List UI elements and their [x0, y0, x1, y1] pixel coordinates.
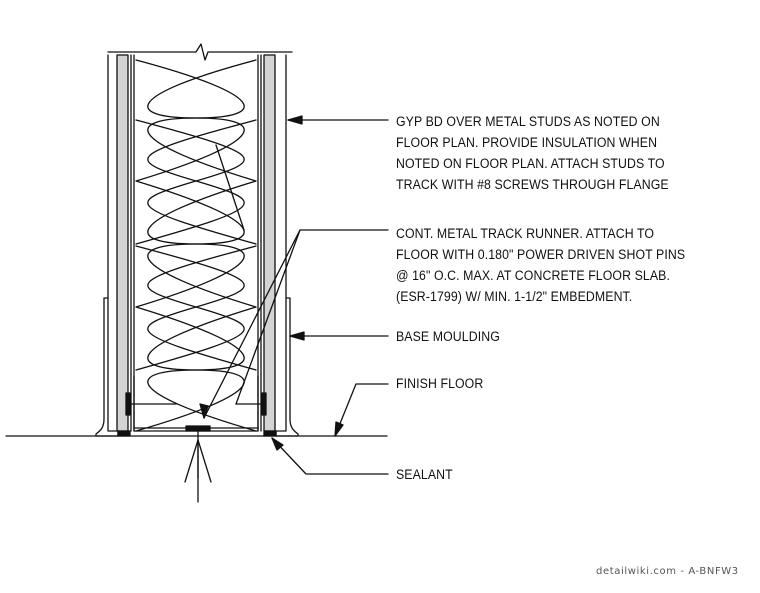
- leader-gyp-bd-arrow: [287, 115, 303, 125]
- note-track-runner: CONT. METAL TRACK RUNNER. ATTACH TO FLOO…: [396, 223, 685, 307]
- note-finish-floor: FINISH FLOOR: [396, 373, 483, 394]
- right-sealant: [263, 430, 277, 437]
- note-track-runner-line: FLOOR WITH 0.180" POWER DRIVEN SHOT PINS: [396, 247, 686, 262]
- note-gyp-bd-line: FLOOR PLAN. PROVIDE INSULATION WHEN: [396, 135, 658, 150]
- insulation-batt-mid: [135, 119, 257, 371]
- note-gyp-bd-line: NOTED ON FLOOR PLAN. ATTACH STUDS TO: [396, 156, 665, 171]
- leader-gyp-bd-insulation: [215, 144, 245, 231]
- insulation-batt-back: [135, 59, 257, 432]
- note-gyp-bd-line: GYP BD OVER METAL STUDS AS NOTED ON: [396, 114, 660, 129]
- note-track-runner-line: CONT. METAL TRACK RUNNER. ATTACH TO: [396, 226, 655, 241]
- note-gyp-bd: GYP BD OVER METAL STUDS AS NOTED ON FLOO…: [396, 111, 669, 195]
- note-gyp-bd-line: TRACK WITH #8 SCREWS THROUGH FLANGE: [396, 177, 669, 192]
- leader-sealant-arrow: [271, 437, 284, 451]
- right-gypsum-board: [263, 54, 276, 432]
- leader-track-runner-arrow: [199, 403, 209, 419]
- left-sealant: [117, 430, 131, 437]
- note-base-moulding: BASE MOULDING: [396, 326, 500, 347]
- left-gypsum-board: [116, 54, 129, 432]
- note-sealant-label: SEALANT: [396, 467, 453, 482]
- top-break-line: [107, 43, 293, 61]
- credit-text: detailwiki.com - A-BNFW3: [596, 566, 739, 577]
- right-screw-head: [261, 392, 267, 416]
- leader-track-runner: [235, 229, 389, 405]
- note-base-moulding-label: BASE MOULDING: [396, 329, 500, 344]
- note-finish-floor-label: FINISH FLOOR: [396, 376, 484, 391]
- note-track-runner-line: (ESR-1799) W/ MIN. 1-1/2" EMBEDMENT.: [396, 289, 633, 304]
- leader-base-moulding-arrow: [289, 331, 305, 341]
- note-sealant: SEALANT: [396, 464, 453, 485]
- note-track-runner-line: @ 16" O.C. MAX. AT CONCRETE FLOOR SLAB.: [396, 268, 670, 283]
- left-screw-head: [125, 392, 131, 416]
- right-base-moulding: [275, 297, 299, 437]
- leader-sealant: [271, 437, 389, 475]
- leader-finish-floor-arrow: [334, 421, 344, 437]
- leader-finish-floor: [334, 383, 389, 437]
- leader-track-runner-pin: [203, 229, 301, 419]
- left-base-moulding: [95, 297, 119, 437]
- shot-pin-head: [185, 425, 211, 432]
